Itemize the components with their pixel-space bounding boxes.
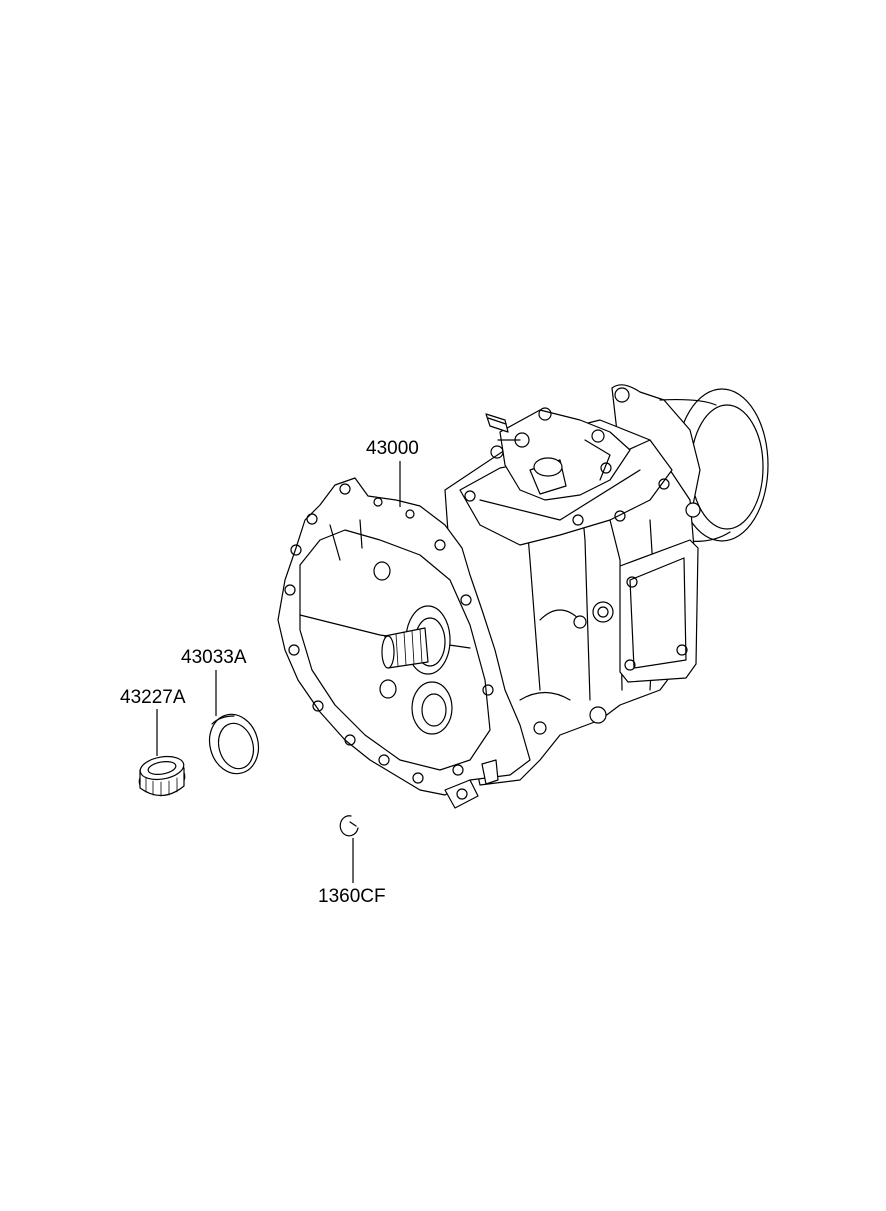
part-label-43000: 43000	[366, 438, 419, 459]
needle-bearing-icon[interactable]	[137, 753, 187, 797]
part-label-43227A: 43227A	[120, 687, 186, 708]
oil-seal-ring-icon[interactable]	[203, 709, 265, 779]
snap-ring-icon[interactable]	[339, 815, 359, 837]
part-label-43033A: 43033A	[181, 647, 247, 668]
part-label-1360CF: 1360CF	[318, 886, 386, 907]
manual-transmission-assembly-icon[interactable]	[277, 384, 769, 809]
